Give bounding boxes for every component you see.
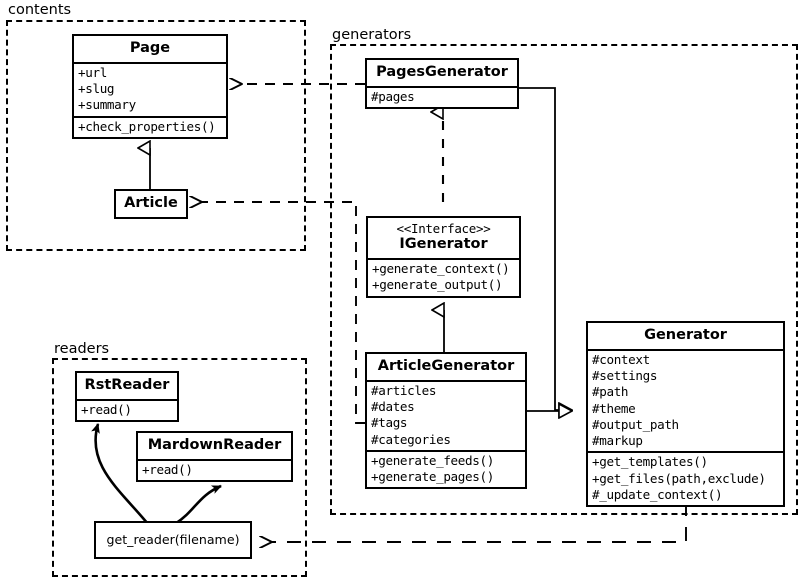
class-box-mardownreader[interactable]: MardownReader +read()	[136, 431, 293, 482]
operation-item: +read()	[81, 401, 132, 417]
attribute-item: +slug	[78, 80, 115, 96]
operation-item: +generate_context()	[372, 261, 510, 277]
operation-item: +generate_output()	[372, 277, 503, 293]
class-attributes-articlegenerator: #articles #dates #tags #categories	[367, 379, 525, 450]
attribute-item: #markup	[592, 433, 643, 449]
class-attributes-generator: #context #settings #path #theme #output_…	[588, 348, 783, 452]
operation-item: +check_properties()	[78, 118, 216, 134]
class-attributes-page: +url +slug +summary	[74, 61, 226, 116]
operation-item: +generate_pages()	[371, 469, 494, 485]
class-name-pagesgenerator: PagesGenerator	[376, 64, 508, 80]
package-label-contents: contents	[6, 2, 74, 18]
attribute-item: #output_path	[592, 416, 679, 432]
package-frame-contents	[6, 20, 306, 251]
class-name-article: Article	[124, 195, 178, 211]
attribute-item: #dates	[371, 398, 415, 414]
class-name-text-igenerator: IGenerator	[399, 236, 488, 253]
class-box-generator[interactable]: Generator #context #settings #path #them…	[586, 321, 785, 508]
attribute-item: +url	[78, 64, 107, 80]
attribute-item: #path	[592, 384, 629, 400]
class-operations-mardownreader: +read()	[138, 458, 291, 480]
operation-item: #_update_context()	[592, 487, 723, 503]
class-box-articlegenerator[interactable]: ArticleGenerator #articles #dates #tags …	[365, 352, 527, 490]
class-box-pagesgenerator[interactable]: PagesGenerator #pages	[365, 58, 519, 109]
class-attributes-pagesgenerator: #pages	[367, 85, 517, 107]
operation-item: +generate_feeds()	[371, 452, 494, 468]
class-operations-generator: +get_templates() +get_files(path,exclude…	[588, 451, 783, 505]
operation-item: +get_files(path,exclude)	[592, 470, 766, 486]
attribute-item: #categories	[371, 431, 451, 447]
class-box-article[interactable]: Article	[114, 189, 188, 219]
class-name-mardownreader: MardownReader	[147, 437, 282, 453]
function-box-get-reader[interactable]: get_reader(filename)	[94, 521, 252, 559]
operation-item: +get_templates()	[592, 454, 708, 470]
function-name-get-reader: get_reader(filename)	[106, 532, 240, 547]
class-name-articlegenerator: ArticleGenerator	[377, 358, 515, 374]
class-operations-rstreader: +read()	[77, 398, 177, 420]
attribute-item: +summary	[78, 97, 136, 113]
attribute-item: #tags	[371, 415, 408, 431]
class-box-page[interactable]: Page +url +slug +summary +check_properti…	[72, 34, 228, 139]
operation-item: +read()	[142, 461, 193, 477]
class-operations-page: +check_properties()	[74, 115, 226, 137]
attribute-item: #articles	[371, 382, 437, 398]
attribute-item: #settings	[592, 367, 658, 383]
class-operations-igenerator: +generate_context() +generate_output()	[368, 258, 519, 296]
class-name-generator: Generator	[644, 327, 727, 343]
package-label-generators: generators	[330, 27, 414, 43]
class-box-rstreader[interactable]: RstReader +read()	[75, 371, 179, 422]
package-frame-readers	[52, 358, 307, 577]
class-operations-articlegenerator: +generate_feeds() +generate_pages()	[367, 449, 525, 488]
class-stereotype-igenerator: <<Interface>>	[396, 221, 491, 236]
attribute-item: #context	[592, 351, 650, 367]
class-name-igenerator: <<Interface>> IGenerator	[368, 218, 519, 258]
attribute-item: #theme	[592, 400, 636, 416]
class-name-page: Page	[129, 40, 171, 56]
class-name-rstreader: RstReader	[84, 377, 170, 393]
class-box-igenerator[interactable]: <<Interface>> IGenerator +generate_conte…	[366, 216, 521, 298]
package-label-readers: readers	[52, 341, 112, 357]
attribute-item: #pages	[371, 88, 415, 104]
